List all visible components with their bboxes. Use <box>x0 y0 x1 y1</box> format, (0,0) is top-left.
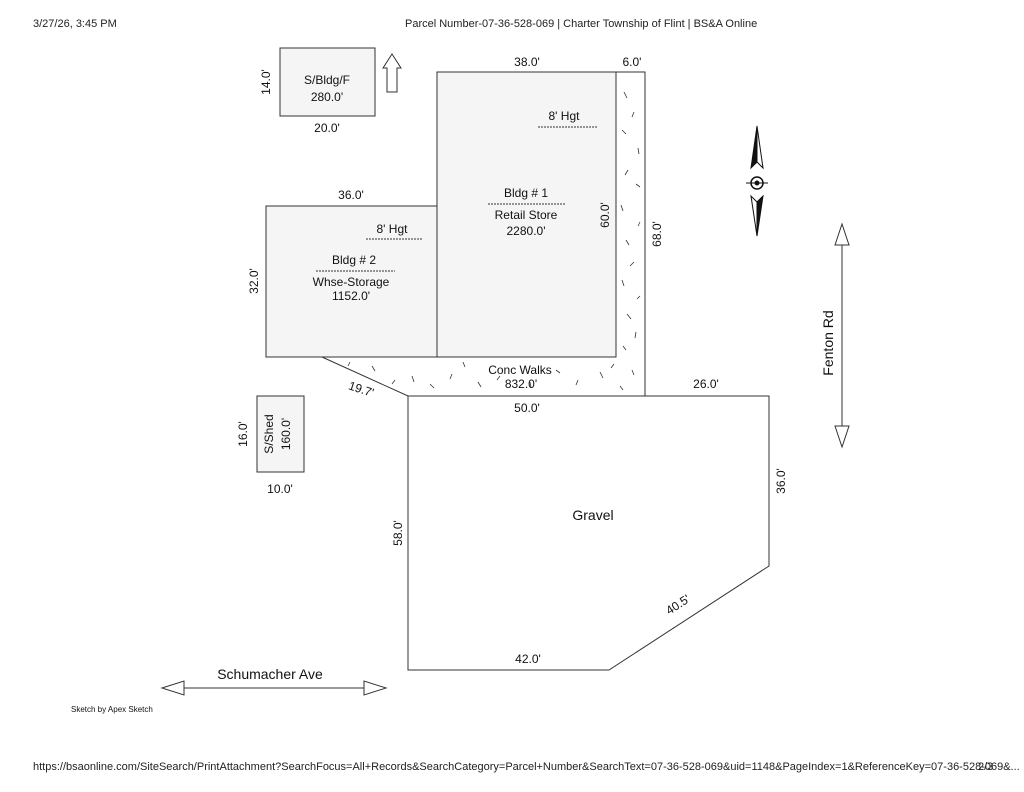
shed-f-width: 20.0' <box>314 121 340 135</box>
sketch-credit: Sketch by Apex Sketch <box>71 705 153 714</box>
bldg1-top-dim: 38.0' <box>514 55 540 69</box>
shed-width-dim: 10.0' <box>267 482 293 496</box>
bldg1-area: 2280.0' <box>507 224 546 238</box>
schumacher-ave-arrow-icon <box>160 680 388 696</box>
fenton-rd-arrow-icon <box>834 222 850 449</box>
walks-top-dim: 6.0' <box>623 55 642 69</box>
shed-f-height: 14.0' <box>259 69 273 95</box>
bldg1-use: Retail Store <box>495 208 558 222</box>
gravel-right-dim: 36.0' <box>774 468 788 494</box>
bldg2-area: 1152.0' <box>332 289 370 303</box>
page-title: Parcel Number-07-36-528-069 | Charter To… <box>405 18 758 30</box>
bldg1-side-dim: 60.0' <box>598 202 612 228</box>
fenton-rd-label: Fenton Rd <box>820 310 836 375</box>
north-arrow-icon <box>746 125 768 237</box>
gravel-name: Gravel <box>572 507 613 523</box>
gravel-outline <box>407 395 770 671</box>
walks-hatching <box>347 91 641 391</box>
bldg2-top-dim: 36.0' <box>338 188 364 202</box>
shed-area: 160.0' <box>279 418 293 450</box>
up-arrow-icon <box>382 53 402 93</box>
bldg2-title: Bldg # 2 <box>332 253 376 267</box>
shed-name: S/Shed <box>262 414 276 453</box>
gravel-bottom-dim: 42.0' <box>515 652 541 666</box>
walks-side-dim: 68.0' <box>650 221 664 247</box>
gravel-top-right-dim: 26.0' <box>693 377 719 391</box>
page-number: 2/3 <box>978 761 994 773</box>
schumacher-ave-label: Schumacher Ave <box>217 666 323 682</box>
bldg1-outline <box>436 71 617 358</box>
bldg2-use: Whse-Storage <box>313 275 390 289</box>
walks-name: Conc Walks <box>488 363 552 377</box>
bldg2-height-label: 8' Hgt <box>377 222 409 236</box>
walks-diag-dim: 19.7' <box>347 379 376 400</box>
bldg1-title: Bldg # 1 <box>504 186 548 200</box>
page-url: https://bsaonline.com/SiteSearch/PrintAt… <box>33 761 1020 773</box>
shed-f-outline <box>279 47 376 117</box>
shed-outline <box>256 395 305 473</box>
bldg1-height-label: 8' Hgt <box>549 109 581 123</box>
shed-f-area: 280.0' <box>311 90 343 104</box>
bldg2-outline <box>265 205 438 358</box>
gravel-left-dim: 58.0' <box>391 520 405 546</box>
shed-f-name: S/Bldg/F <box>304 73 350 87</box>
print-datetime: 3/27/26, 3:45 PM <box>33 18 117 30</box>
gravel-top-dim: 50.0' <box>514 401 540 415</box>
bldg2-side-dim: 32.0' <box>247 268 261 294</box>
shed-height-dim: 16.0' <box>236 421 250 447</box>
walks-area: 832.0' <box>505 377 537 391</box>
